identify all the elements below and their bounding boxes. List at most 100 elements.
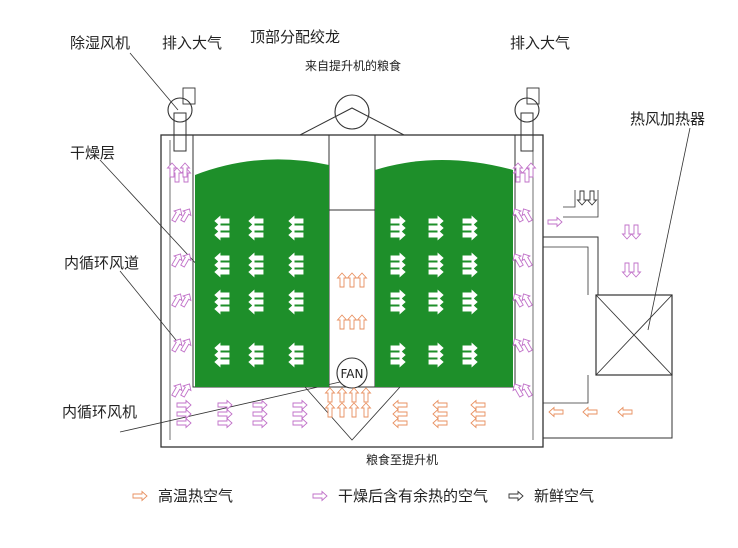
- grain-air-arrow: [288, 266, 304, 278]
- warm-air-arrow: [171, 208, 183, 223]
- grain-air-arrow: [428, 303, 444, 315]
- warm-air-arrow: [217, 417, 233, 429]
- warm-air-arrow: [166, 162, 178, 178]
- grain-air-arrow: [248, 229, 264, 241]
- left-stack: [173, 112, 187, 152]
- warm-air-arrow: [630, 224, 642, 240]
- heater-box: [595, 294, 673, 376]
- hot-air-arrow: [348, 387, 360, 403]
- label-to-elevator: 粮食至提升机: [366, 452, 438, 467]
- grain-air-arrow: [462, 252, 478, 264]
- grain-air-arrow: [462, 342, 478, 354]
- hot-air-arrow: [432, 399, 448, 411]
- warm-air-arrow: [621, 224, 633, 240]
- warm-air-arrow: [171, 383, 183, 398]
- legend-label: 高温热空气: [158, 487, 233, 505]
- right-exhaust-outlet: [526, 87, 540, 105]
- warm-air-arrow: [176, 399, 192, 411]
- hot-air-arrow: [392, 408, 408, 420]
- warm-air-arrow: [180, 208, 192, 223]
- label-from-elevator: 来自提升机的粮食: [305, 58, 401, 73]
- grain-air-arrow: [288, 303, 304, 315]
- grain-air-arrow: [390, 259, 406, 271]
- warm-air-arrow: [292, 408, 308, 420]
- warm-air-arrow: [171, 293, 183, 308]
- warm-air-arrow: [180, 293, 192, 308]
- warm-air-arrow: [512, 208, 524, 223]
- warm-air-arrow: [252, 399, 268, 411]
- grain-air-arrow: [462, 259, 478, 271]
- grain-air-arrow: [214, 356, 230, 368]
- warm-air-arrow: [512, 338, 524, 353]
- grain-air-arrow: [390, 266, 406, 278]
- grain-air-arrow: [462, 266, 478, 278]
- leader-dehumid: [129, 52, 179, 111]
- leader-heater: [647, 127, 691, 331]
- label-exhaust-right: 排入大气: [510, 34, 570, 52]
- warm-air-arrow: [630, 262, 642, 278]
- grain-air-arrow: [214, 303, 230, 315]
- grain-air-arrow: [462, 222, 478, 234]
- warm-air-arrow: [252, 408, 268, 420]
- warm-air-arrow: [292, 399, 308, 411]
- grain-air-arrow: [248, 266, 264, 278]
- grain-air-arrow: [462, 356, 478, 368]
- fresh-air-inlet: [563, 190, 576, 208]
- grain-air-arrow: [462, 215, 478, 227]
- grain-air-arrow: [214, 229, 230, 241]
- hot-air-arrow: [356, 272, 368, 288]
- hot-air-arrow: [432, 417, 448, 429]
- warm-air-arrow: [171, 167, 183, 183]
- warm-air-arrow: [512, 162, 524, 178]
- warm-air-arrow: [521, 208, 533, 223]
- hot-duct-upper: [543, 236, 599, 295]
- warm-air-arrow: [252, 417, 268, 429]
- grain-air-arrow: [428, 289, 444, 301]
- hot-duct-upper-inner: [543, 246, 589, 295]
- grain-air-arrow: [462, 303, 478, 315]
- auger-roof: [299, 107, 405, 136]
- legend: 高温热空气干燥后含有余热的空气新鲜空气: [132, 487, 594, 505]
- left-fan-housing: [167, 97, 193, 123]
- hot-air-arrow: [392, 417, 408, 429]
- warm-air-arrow: [512, 383, 524, 398]
- hot-air-arrow: [324, 402, 336, 418]
- grain-air-arrow: [248, 356, 264, 368]
- warm-air-arrow: [180, 338, 192, 353]
- grain-air-arrow: [390, 289, 406, 301]
- leader-inner-duct: [119, 270, 181, 346]
- bottom-hopper: [304, 386, 401, 441]
- grain-air-arrow: [214, 266, 230, 278]
- hot-duct-lower-outer: [543, 375, 673, 439]
- hot-air-arrow: [356, 314, 368, 330]
- fresh-air-arrow: [586, 190, 598, 206]
- grain-air-arrow: [428, 215, 444, 227]
- label-exhaust-left: 排入大气: [162, 34, 222, 52]
- hot-air-arrow: [582, 406, 598, 418]
- grain-air-arrow: [428, 342, 444, 354]
- warm-air-arrow: [171, 253, 183, 268]
- grain-air-arrow: [462, 296, 478, 308]
- grain-air-arrow: [390, 252, 406, 264]
- grain-air-arrow: [390, 342, 406, 354]
- grain-right: [375, 160, 513, 387]
- grain-air-arrow: [390, 349, 406, 361]
- warm-air-arrow: [512, 293, 524, 308]
- label-inner-fan: 内循环风机: [62, 403, 137, 421]
- label-inner-duct: 内循环风道: [64, 254, 139, 272]
- hot-air-arrow: [346, 272, 358, 288]
- warm-air-arrow: [521, 383, 533, 398]
- hot-air-arrow: [324, 387, 336, 403]
- grain-air-arrow: [428, 222, 444, 234]
- hot-air-arrow: [470, 408, 486, 420]
- grain-air-arrow: [288, 229, 304, 241]
- hot-air-arrow: [348, 402, 360, 418]
- hot-air-arrow: [360, 402, 372, 418]
- warm-air-arrow: [621, 262, 633, 278]
- fresh-air-inlet-2: [563, 190, 599, 218]
- grain-air-arrow: [390, 229, 406, 241]
- hot-air-arrow: [470, 399, 486, 411]
- warm-air-arrow: [512, 253, 524, 268]
- legend-swatch-arrow: [312, 490, 328, 502]
